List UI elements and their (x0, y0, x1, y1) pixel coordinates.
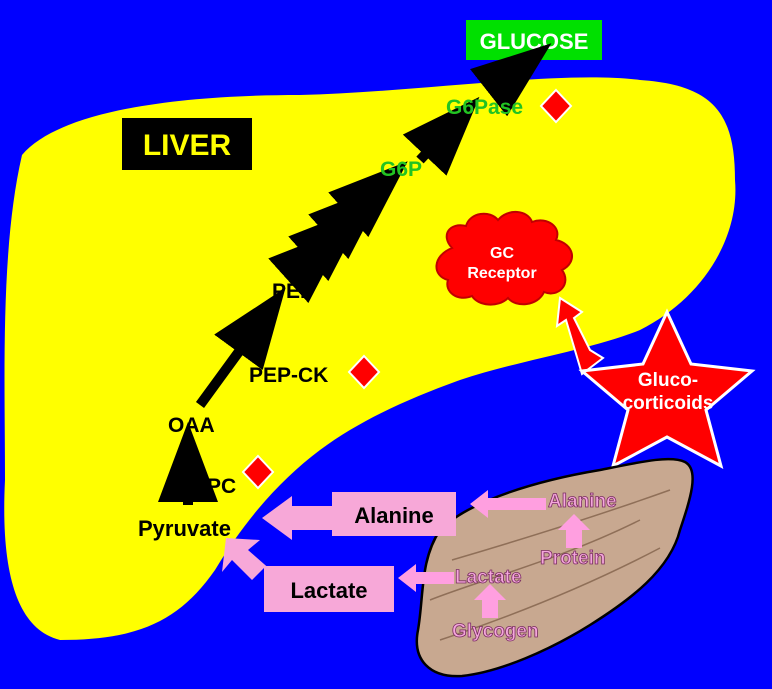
arrow-lactate-pyruvate (222, 538, 280, 580)
liver-label: LIVER (143, 129, 232, 162)
pyruvate-label: Pyruvate (138, 516, 231, 541)
muscle-protein-label: Protein (540, 548, 605, 569)
arrow-pep-4 (328, 161, 408, 238)
arrow-alanine-pyruvate (262, 496, 332, 540)
muscle-striations (429, 489, 671, 641)
pathway-arrows (158, 43, 552, 505)
glucose-label: GLUCOSE (480, 29, 589, 54)
arrow-g6pase-glucose (470, 43, 552, 117)
diamond-g6pase (539, 88, 573, 124)
hormone-line2: corticoids (623, 393, 714, 414)
arrow-glycogen-lactate (474, 584, 506, 618)
diamond-pepck (347, 354, 381, 390)
alanine-box (332, 492, 456, 536)
arrow-muscle-alanine-box (470, 490, 546, 518)
arrow-muscle-lactate-box (398, 564, 454, 592)
arrow-g6p-g6pase (402, 96, 480, 176)
muscle-lactate-label: Lactate (455, 567, 522, 588)
arrow-oaa-pep (195, 287, 286, 408)
gc-receptor-cloud (435, 211, 573, 306)
liver-label-box (122, 118, 252, 170)
alanine-box-label: Alanine (354, 503, 433, 528)
gc-receptor-line2: Receptor (467, 265, 536, 282)
g6p-label: G6P (380, 158, 422, 181)
pep-label: PEP (272, 280, 314, 303)
hormone-line1: Gluco- (638, 370, 698, 391)
muscle-glycogen-label: Glycogen (452, 621, 539, 642)
arrow-protein-alanine (558, 514, 590, 548)
diamond-pc (241, 454, 275, 490)
g6pase-label: G6Pase (446, 96, 523, 119)
muscle-arrows (398, 490, 590, 618)
lactate-box (264, 566, 394, 612)
oaa-label: OAA (168, 414, 215, 437)
glucocorticoids-star (578, 308, 756, 469)
muscle-alanine-label: Alanine (548, 491, 617, 512)
arrow-hormone-receptor (555, 296, 605, 376)
pc-label: PC (207, 475, 236, 498)
gc-receptor-line1: GC (490, 245, 514, 262)
lactate-box-label: Lactate (290, 578, 367, 603)
pepck-label: PEP-CK (249, 364, 328, 387)
